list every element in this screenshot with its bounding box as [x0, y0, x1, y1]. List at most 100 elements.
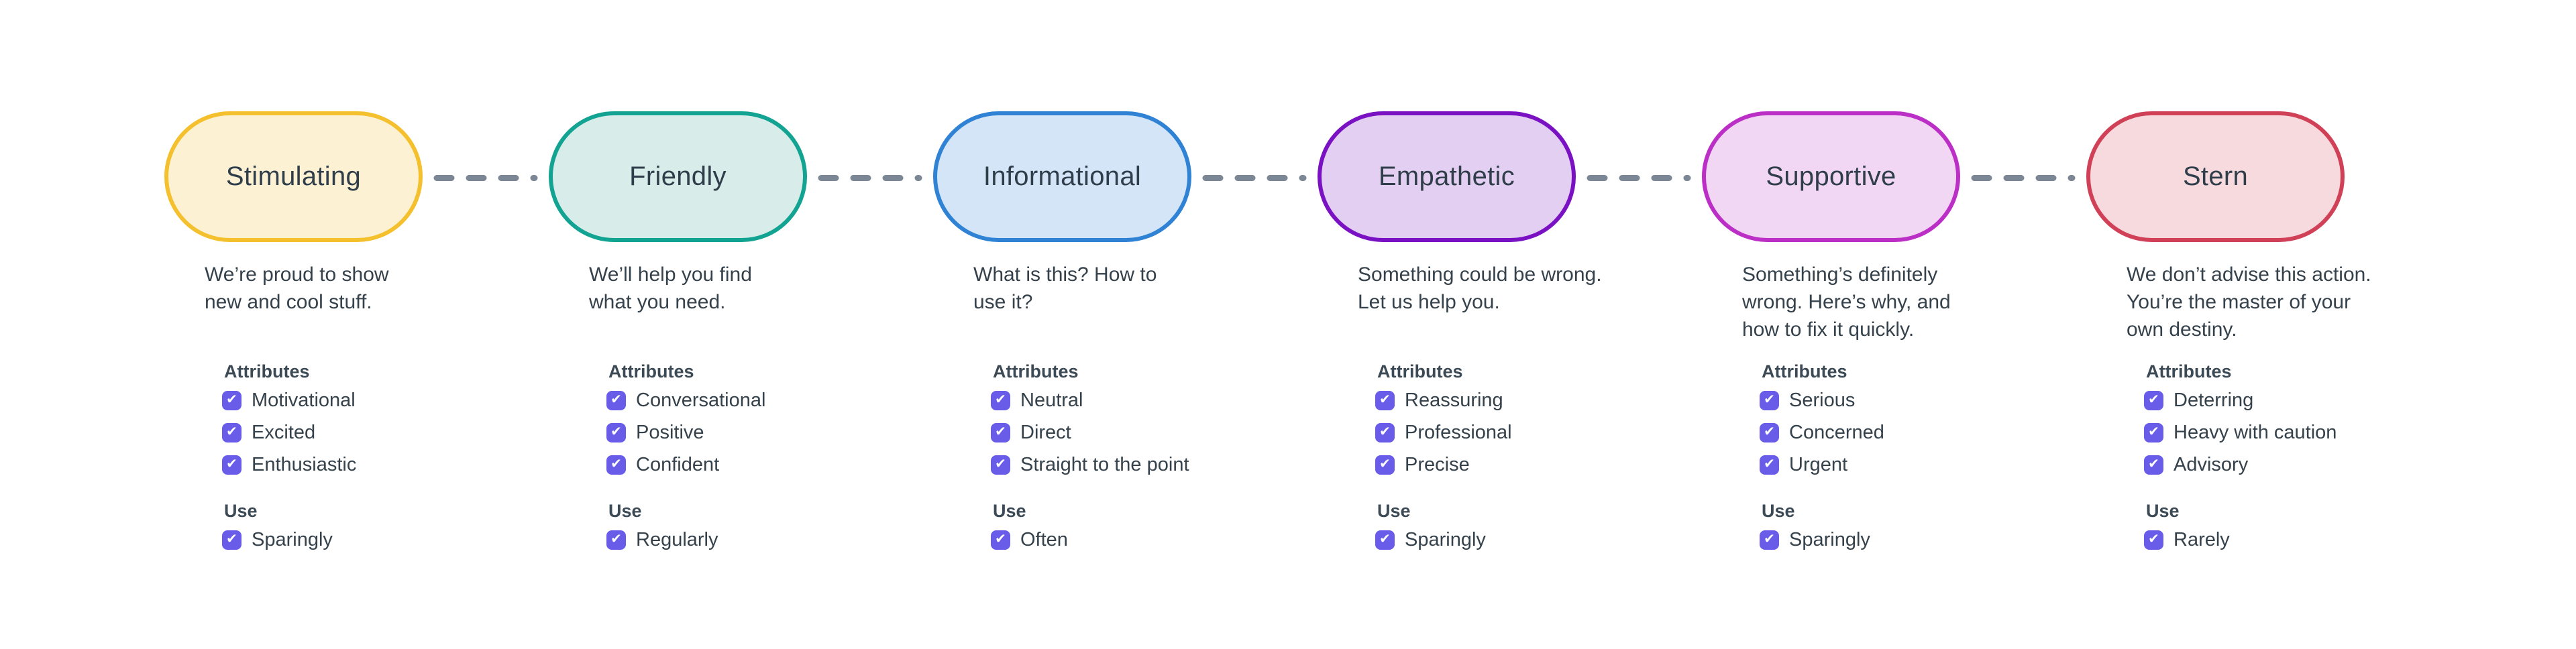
checkmark-icon: ✔	[226, 457, 237, 471]
tone-label: Empathetic	[1378, 162, 1515, 191]
checkbox-label: Often	[1020, 528, 1068, 550]
attributes-header: Attributes	[993, 361, 1079, 381]
tone-column-supportive: Supportive Something’s definitely wrong.…	[1702, 111, 2086, 552]
tone-label: Friendly	[629, 162, 727, 191]
checkbox-label: Sparingly	[1789, 528, 1870, 550]
checkmark-icon: ✔	[1379, 392, 1391, 407]
checkbox-label: Serious	[1789, 389, 1856, 411]
checkbox-label: Urgent	[1789, 453, 1848, 475]
use-row: ✔ Rarely	[2144, 528, 2355, 552]
tone-label: Supportive	[1766, 162, 1896, 191]
dashed-connector	[432, 173, 539, 181]
checkbox-label: Sparingly	[1405, 528, 1486, 550]
checkmark-icon: ✔	[1379, 457, 1391, 471]
use-row: ✔ Sparingly	[1760, 528, 2086, 552]
checkbox-label: Advisory	[2174, 453, 2249, 475]
attribute-row: ✔ Reassuring	[1375, 388, 1702, 412]
checkbox-checked[interactable]: ✔	[222, 390, 241, 410]
checkbox-checked[interactable]: ✔	[606, 455, 626, 475]
checkbox-label: Rarely	[2174, 528, 2230, 550]
attribute-row: ✔ Serious	[1760, 388, 2086, 412]
checkmark-icon: ✔	[226, 532, 237, 546]
checkbox-checked[interactable]: ✔	[606, 390, 626, 410]
checkbox-label: Neutral	[1020, 389, 1083, 411]
checkmark-icon: ✔	[2148, 532, 2159, 546]
checkbox-checked[interactable]: ✔	[1375, 455, 1395, 475]
checkbox-label: Positive	[636, 421, 704, 443]
checkbox-checked[interactable]: ✔	[606, 422, 626, 442]
checkmark-icon: ✔	[995, 392, 1006, 407]
checkbox-checked[interactable]: ✔	[991, 422, 1010, 442]
use-header: Use	[224, 501, 258, 521]
checkbox-label: Sparingly	[252, 528, 333, 550]
checkbox-checked[interactable]: ✔	[991, 390, 1010, 410]
attribute-row: ✔ Advisory	[2144, 453, 2355, 477]
checkbox-label: Reassuring	[1405, 389, 1503, 411]
tone-node: Friendly	[549, 111, 807, 242]
tone-description: What is this? How to use it?	[973, 263, 1157, 313]
use-row: ✔ Regularly	[606, 528, 933, 552]
checkbox-checked[interactable]: ✔	[222, 530, 241, 550]
checkbox-label: Precise	[1405, 453, 1470, 475]
checkbox-checked[interactable]: ✔	[991, 455, 1010, 475]
attribute-row: ✔ Concerned	[1760, 420, 2086, 445]
checkbox-checked[interactable]: ✔	[991, 530, 1010, 550]
checkbox-checked[interactable]: ✔	[1375, 530, 1395, 550]
tone-description: Something’s definitely wrong. Here’s why…	[1742, 263, 1951, 341]
tone-label: Stimulating	[225, 162, 362, 191]
checkbox-checked[interactable]: ✔	[1760, 530, 1779, 550]
attribute-row: ✔ Enthusiastic	[222, 453, 549, 477]
attributes-header: Attributes	[2146, 361, 2232, 381]
checkbox-checked[interactable]: ✔	[1760, 455, 1779, 475]
checkbox-checked[interactable]: ✔	[222, 422, 241, 442]
checkmark-icon: ✔	[610, 532, 622, 546]
tone-column-stimulating: Stimulating We’re proud to show new and …	[164, 111, 549, 552]
checkbox-checked[interactable]: ✔	[2144, 455, 2163, 475]
use-row: ✔ Often	[991, 528, 1318, 552]
tone-node: Stern	[2086, 111, 2345, 242]
attributes-header: Attributes	[224, 361, 310, 381]
checkbox-label: Deterring	[2174, 389, 2254, 411]
checkbox-label: Confident	[636, 453, 720, 475]
checkbox-checked[interactable]: ✔	[1375, 422, 1395, 442]
checkmark-icon: ✔	[610, 424, 622, 439]
checkbox-checked[interactable]: ✔	[606, 530, 626, 550]
attribute-row: ✔ Excited	[222, 420, 549, 445]
checkmark-icon: ✔	[1764, 392, 1775, 407]
attribute-row: ✔ Deterring	[2144, 388, 2355, 412]
attribute-row: ✔ Straight to the point	[991, 453, 1318, 477]
tone-spectrum-row: Stimulating We’re proud to show new and …	[164, 111, 2371, 552]
attribute-row: ✔ Motivational	[222, 388, 549, 412]
checkmark-icon: ✔	[995, 532, 1006, 546]
dashed-connector	[1201, 173, 1308, 181]
attribute-row: ✔ Precise	[1375, 453, 1702, 477]
checkbox-checked[interactable]: ✔	[1760, 390, 1779, 410]
checkbox-label: Regularly	[636, 528, 718, 550]
checkmark-icon: ✔	[1379, 532, 1391, 546]
checkbox-checked[interactable]: ✔	[2144, 530, 2163, 550]
tone-node: Empathetic	[1318, 111, 1576, 242]
checkbox-checked[interactable]: ✔	[2144, 422, 2163, 442]
checkbox-checked[interactable]: ✔	[1760, 422, 1779, 442]
attribute-row: ✔ Confident	[606, 453, 933, 477]
checkbox-checked[interactable]: ✔	[1375, 390, 1395, 410]
checkbox-label: Straight to the point	[1020, 453, 1189, 475]
attribute-row: ✔ Conversational	[606, 388, 933, 412]
tone-description: We’re proud to show new and cool stuff.	[205, 263, 389, 313]
checkbox-checked[interactable]: ✔	[2144, 390, 2163, 410]
checkmark-icon: ✔	[610, 392, 622, 407]
tone-column-friendly: Friendly We’ll help you find what you ne…	[549, 111, 933, 552]
attributes-header: Attributes	[1762, 361, 1847, 381]
checkbox-checked[interactable]: ✔	[222, 455, 241, 475]
tone-column-empathetic: Empathetic Something could be wrong. Let…	[1318, 111, 1702, 552]
attribute-row: ✔ Heavy with caution	[2144, 420, 2355, 445]
checkmark-icon: ✔	[995, 424, 1006, 439]
attribute-row: ✔ Neutral	[991, 388, 1318, 412]
checkbox-label: Conversational	[636, 389, 766, 411]
checkmark-icon: ✔	[226, 424, 237, 439]
checkbox-label: Enthusiastic	[252, 453, 357, 475]
checkbox-label: Excited	[252, 421, 316, 443]
attributes-header: Attributes	[1377, 361, 1463, 381]
checkbox-label: Motivational	[252, 389, 356, 411]
